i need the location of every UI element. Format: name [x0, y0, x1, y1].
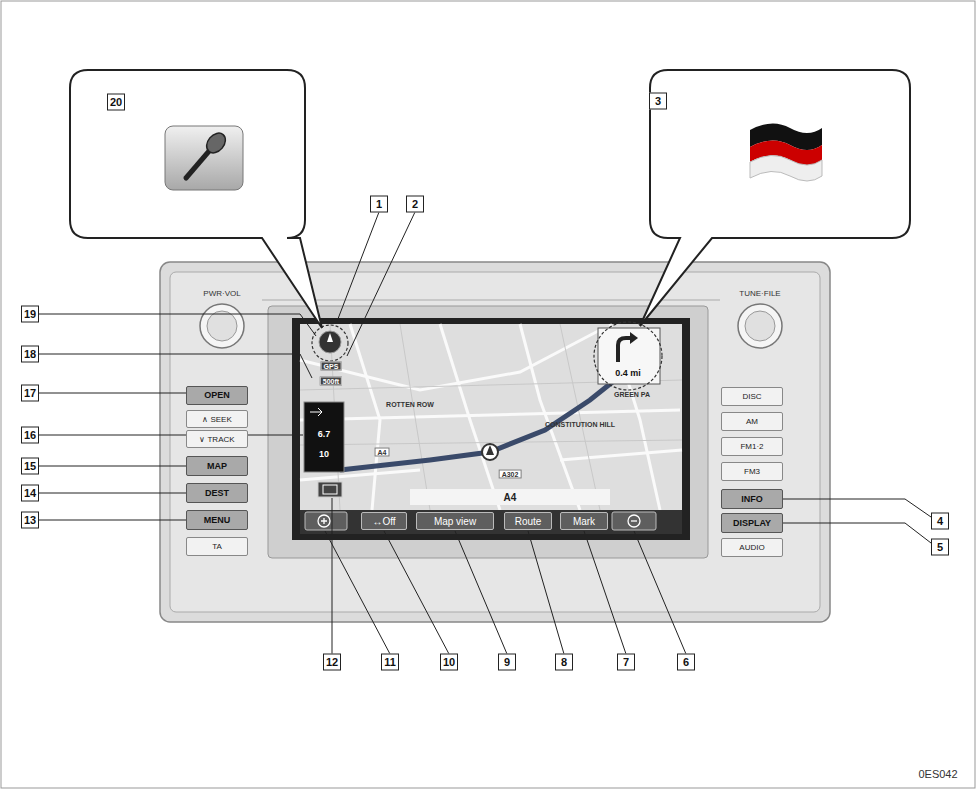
key-text: A4 — [504, 492, 517, 503]
key-text: FM1·2 — [740, 442, 763, 451]
key-text: TA — [212, 542, 222, 551]
callout-number: 19 — [21, 306, 39, 323]
soft-key: AM — [721, 412, 783, 431]
map-label: CONSTITUTION HILL — [545, 421, 615, 428]
callout-number: 4 — [931, 513, 949, 530]
soft-key: TA — [186, 537, 248, 556]
hard-key: OPEN — [186, 386, 248, 405]
screen-button: ↔Off — [361, 512, 407, 530]
knob-label: PWR·VOL — [203, 289, 240, 298]
key-text: AM — [746, 417, 758, 426]
callout-number: 8 — [555, 654, 573, 671]
screen-button: Mark — [560, 512, 608, 530]
hard-key: MENU — [186, 510, 248, 530]
callout-number: 1 — [370, 196, 388, 213]
key-text: ∨ TRACK — [199, 435, 234, 444]
callout-number: 6 — [677, 654, 695, 671]
hard-key: MAP — [186, 456, 248, 476]
callout-number: 18 — [21, 346, 39, 363]
soft-key: AUDIO — [721, 538, 783, 557]
distance-label: 0.4 mi — [615, 368, 641, 378]
road-number: A302 — [499, 470, 522, 479]
key-text: MENU — [204, 515, 231, 525]
screen-button: Route — [504, 512, 552, 530]
map-label: GREEN PA — [614, 391, 650, 398]
hard-key: DEST — [186, 483, 248, 503]
key-text: Map view — [434, 516, 476, 527]
soft-key: FM3 — [721, 462, 783, 481]
screen-button: Map view — [416, 512, 494, 530]
callout-number: 2 — [406, 196, 424, 213]
key-text: Mark — [573, 516, 595, 527]
callout-number: 20 — [107, 94, 125, 111]
key-text: DISC — [742, 392, 761, 401]
soft-key: FM1·2 — [721, 437, 783, 456]
key-text: Route — [515, 516, 542, 527]
callout-number: 12 — [323, 654, 341, 671]
soft-key: DISC — [721, 387, 783, 406]
callout-number: 15 — [21, 458, 39, 475]
key-text: FM3 — [744, 467, 760, 476]
key-text: MAP — [207, 461, 227, 471]
callout-number: 9 — [498, 654, 516, 671]
key-text: INFO — [741, 494, 763, 504]
street-bar: A4 — [410, 489, 610, 505]
key-text: OPEN — [204, 390, 230, 400]
knob-label: TUNE·FILE — [739, 289, 780, 298]
callout-number: 7 — [617, 654, 635, 671]
callout-number: 16 — [21, 427, 39, 444]
hard-key: DISPLAY — [721, 513, 783, 533]
key-text: ↔Off — [372, 516, 395, 527]
key-text: DEST — [205, 488, 229, 498]
soft-key: ∧ SEEK — [186, 410, 248, 428]
callout-number: 10 — [440, 654, 458, 671]
callout-number: 11 — [381, 654, 399, 671]
status-value: 6.7 — [318, 429, 331, 439]
map-label: ROTTEN ROW — [386, 401, 434, 408]
callout-number: 3 — [649, 93, 667, 110]
hard-key: INFO — [721, 489, 783, 509]
key-text: ∧ SEEK — [202, 415, 232, 424]
figure-code: 0ES042 — [918, 768, 957, 780]
status-label: GPS — [321, 362, 342, 371]
callout-number: 5 — [931, 539, 949, 556]
key-text: AUDIO — [739, 543, 764, 552]
status-label: 500ft — [320, 377, 342, 386]
road-number: A4 — [375, 448, 390, 457]
key-text: DISPLAY — [733, 518, 771, 528]
callout-number: 17 — [21, 385, 39, 402]
callout-number: 13 — [21, 512, 39, 529]
status-value: 10 — [319, 449, 329, 459]
callout-number: 14 — [21, 485, 39, 502]
soft-key: ∨ TRACK — [186, 430, 248, 448]
